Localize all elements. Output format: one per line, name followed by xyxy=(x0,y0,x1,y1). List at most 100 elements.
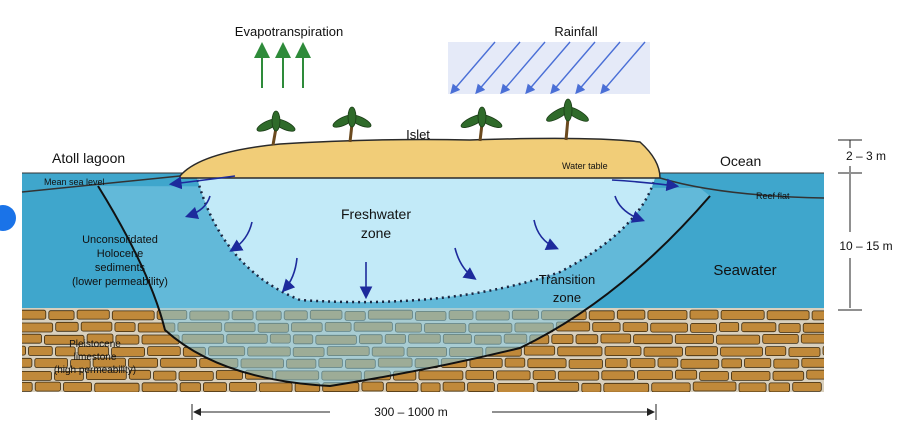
limestone-block xyxy=(650,322,688,333)
reef-flat-label: Reef flat xyxy=(756,191,790,201)
islet-sand xyxy=(179,137,661,179)
limestone-block xyxy=(86,333,114,344)
limestone-block xyxy=(115,334,140,345)
limestone-block xyxy=(179,382,201,392)
seawater-label: Seawater xyxy=(713,262,776,279)
depth-dimension-label: 10 – 15 m xyxy=(839,239,892,253)
limestone-block xyxy=(497,383,535,392)
palm-tree-icon xyxy=(546,98,589,141)
limestone-block xyxy=(721,358,742,369)
limestone-block xyxy=(80,321,113,332)
limestone-block xyxy=(605,358,628,369)
limestone-block xyxy=(604,346,642,357)
limestone-block xyxy=(160,357,198,368)
limestone-block xyxy=(802,322,824,333)
limestone-block xyxy=(744,358,772,368)
limestone-block xyxy=(467,382,495,392)
limestone-block xyxy=(22,371,52,381)
width-dimension-label: 300 – 1000 m xyxy=(374,405,447,419)
pleistocene-label: Pleistocene xyxy=(69,339,121,350)
freshwater-zone-label: zone xyxy=(361,225,392,241)
limestone-block xyxy=(54,370,84,381)
limestone-block xyxy=(690,322,717,333)
limestone-block xyxy=(111,346,145,357)
limestone-block xyxy=(551,334,574,345)
limestone-block xyxy=(527,358,567,369)
limestone-block xyxy=(592,322,621,332)
limestone-block xyxy=(259,382,293,392)
sediment-label: Unconsolidated xyxy=(82,234,158,246)
limestone-block xyxy=(22,322,54,333)
limestone-block xyxy=(215,370,243,380)
limestone-block xyxy=(738,382,767,392)
limestone-block xyxy=(22,382,33,392)
limestone-block xyxy=(575,334,599,345)
limestone-block xyxy=(633,334,673,345)
limestone-block xyxy=(70,358,91,369)
limestone-block xyxy=(788,347,821,357)
limestone-block xyxy=(48,310,75,321)
limestone-block xyxy=(229,381,257,392)
sediment-label: Holocene xyxy=(97,248,143,260)
limestone-block xyxy=(778,323,801,333)
limestone-block xyxy=(469,358,503,368)
sediment-label: (lower permeability) xyxy=(72,276,168,288)
limestone-block xyxy=(731,370,771,381)
limestone-block xyxy=(806,369,824,380)
limestone-block xyxy=(699,370,729,381)
limestone-block xyxy=(76,309,110,320)
limestone-block xyxy=(720,346,763,357)
limestone-block xyxy=(557,370,600,381)
limestone-block xyxy=(637,370,673,381)
limestone-block xyxy=(768,382,790,392)
transition-boundary xyxy=(194,173,657,304)
limestone-block xyxy=(44,334,85,345)
freshwater-lens xyxy=(196,172,655,303)
limestone-block xyxy=(674,334,714,344)
limestone-block xyxy=(741,322,777,333)
limestone-block xyxy=(651,382,691,392)
mean-sea-level-label: Mean sea level xyxy=(44,177,105,187)
limestone-block xyxy=(496,370,531,381)
limestone-block xyxy=(28,346,53,356)
limestone-block xyxy=(689,309,719,320)
limestone-block xyxy=(720,309,765,320)
limestone-block xyxy=(153,370,177,381)
vertical-dimension xyxy=(838,139,862,311)
palm-tree-icon xyxy=(256,110,296,146)
islet-label: Islet xyxy=(406,127,430,142)
limestone-block xyxy=(418,370,464,381)
sediment-label: sediments xyxy=(95,262,146,274)
limestone-block xyxy=(465,370,494,380)
limestone-block xyxy=(716,334,761,345)
atoll-lagoon-label: Atoll lagoon xyxy=(52,150,125,166)
limestone-block xyxy=(111,310,155,321)
limestone-block xyxy=(657,357,679,368)
limestone-block xyxy=(629,358,656,369)
limestone-block xyxy=(361,381,384,392)
limestone-block xyxy=(114,322,136,333)
limestone-block xyxy=(719,322,740,332)
freshwater-zone-label: Freshwater xyxy=(341,206,411,222)
transition-zone-label: zone xyxy=(553,290,581,305)
limestone-block xyxy=(504,357,526,368)
limestone-block xyxy=(765,346,787,357)
limestone-block xyxy=(86,370,127,381)
limestone-block xyxy=(22,357,33,368)
evapotranspiration-label: Evapotranspiration xyxy=(235,24,343,39)
transition-zone-label: Transition xyxy=(539,272,596,287)
limestone-block xyxy=(203,382,227,392)
limestone-block xyxy=(675,369,698,380)
limestone-block xyxy=(557,346,603,357)
limestone-block xyxy=(685,346,718,357)
limestone-block xyxy=(600,333,632,344)
limestone-block xyxy=(800,333,824,344)
limestone-block xyxy=(643,346,683,357)
horizontal-dimension xyxy=(191,404,657,420)
limestone-block xyxy=(128,357,159,368)
limestone-block xyxy=(147,346,181,357)
limestone-block xyxy=(766,310,810,321)
limestone-block xyxy=(647,310,688,320)
groundwater-flow-arrows xyxy=(168,175,680,300)
limestone-block xyxy=(385,382,419,392)
